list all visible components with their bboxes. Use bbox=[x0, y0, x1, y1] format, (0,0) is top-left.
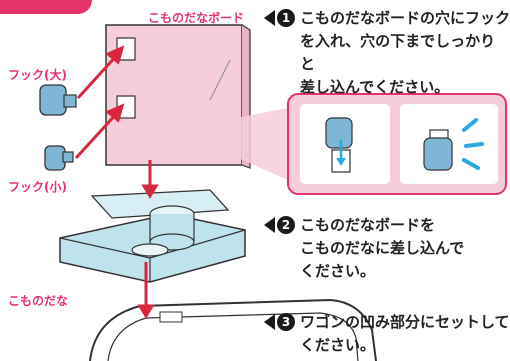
step-1: 1 こものだなボードの穴にフック を入れ、穴の下までしっかりと 差し込んでくださ… bbox=[264, 7, 510, 99]
step-1-line-1: こものだなボードの穴にフック bbox=[300, 9, 510, 27]
step-2: 2 こものだなボードを こものだなに差し込んで ください。 bbox=[264, 214, 464, 283]
step-number-badge: 2 bbox=[277, 216, 295, 234]
shelf-label: こものだな bbox=[8, 294, 69, 308]
hook-small-illustration bbox=[44, 145, 74, 171]
detail-panel bbox=[287, 93, 507, 195]
step-2-line-2: こものだなに差し込んで bbox=[300, 239, 465, 257]
arrows bbox=[74, 45, 159, 319]
step-number-badge: 1 bbox=[277, 9, 295, 27]
board-label: こものだなボード bbox=[148, 11, 245, 25]
step-3-marker: 3 bbox=[264, 311, 295, 331]
step-2-marker: 2 bbox=[264, 214, 295, 234]
step-2-line-3: ください。 bbox=[300, 262, 376, 280]
header-tab bbox=[0, 0, 92, 14]
step-3-text: ワゴンの凹み部分にセットして ください。 bbox=[300, 311, 510, 357]
step-3: 3 ワゴンの凹み部分にセットして ください。 bbox=[264, 311, 510, 357]
hook-small-label: フック(小) bbox=[8, 180, 67, 194]
step-3-line-1: ワゴンの凹み部分にセットして bbox=[300, 313, 510, 331]
step-1-line-3: 差し込んでください。 bbox=[300, 78, 450, 96]
pointer-triangle-icon bbox=[264, 314, 275, 330]
hook-large-label: フック(大) bbox=[8, 68, 67, 82]
step-2-line-1: こものだなボードを bbox=[300, 216, 436, 234]
step-1-text: こものだなボードの穴にフック を入れ、穴の下までしっかりと 差し込んでください。 bbox=[300, 7, 510, 99]
wagon-outline-inner bbox=[107, 312, 359, 361]
step-3-line-2: ください。 bbox=[300, 336, 376, 354]
step-2-text: こものだなボードを こものだなに差し込んで ください。 bbox=[300, 214, 464, 283]
callout-beam bbox=[174, 108, 288, 180]
step-1-marker: 1 bbox=[264, 7, 295, 27]
pointer-triangle-icon bbox=[264, 10, 275, 26]
hook-large-illustration bbox=[39, 84, 77, 116]
shelf-illustration bbox=[59, 189, 246, 283]
step-number-badge: 3 bbox=[277, 313, 295, 331]
step-1-line-2: を入れ、穴の下までしっかりと bbox=[300, 32, 496, 73]
pointer-triangle-icon bbox=[264, 217, 275, 233]
